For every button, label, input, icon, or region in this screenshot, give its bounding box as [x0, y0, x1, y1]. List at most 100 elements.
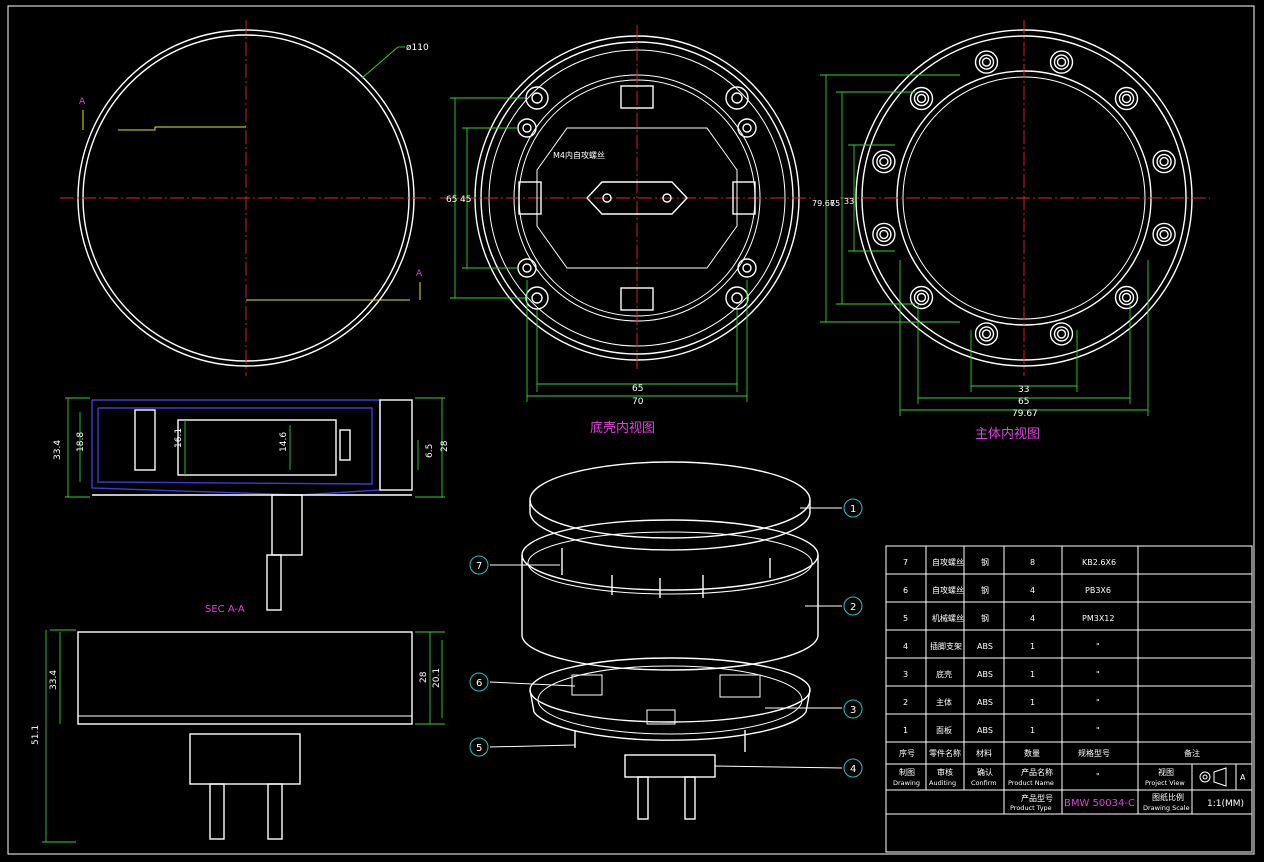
mounting-hole — [974, 50, 999, 74]
mounting-hole — [1121, 292, 1132, 303]
bom-no: 2 — [903, 698, 908, 707]
bom-no: 4 — [903, 642, 908, 651]
mounting-hole — [1053, 326, 1070, 342]
mounting-hole — [1156, 226, 1172, 243]
mounting-hole — [1053, 54, 1070, 70]
bom-material: ABS — [977, 698, 993, 707]
body-dim-h-2: 79.67 — [1012, 409, 1038, 419]
bom-qty: 1 — [1030, 670, 1035, 679]
balloon-3 — [843, 699, 863, 719]
footer-project-view-en: Project View — [1145, 779, 1185, 787]
mounting-hole — [974, 322, 999, 346]
exploded-view — [489, 461, 843, 820]
footer-audit-en: Auditing — [929, 779, 956, 787]
mounting-hole — [978, 54, 995, 70]
side-dim-right-1: 20.1 — [432, 668, 442, 688]
bom-header-remark: 备注 — [1184, 748, 1200, 758]
bom-header-qty: 数量 — [1024, 748, 1040, 758]
mounting-hole — [916, 93, 927, 104]
section-view — [65, 397, 445, 611]
bottom-dim-v-1: 45 — [460, 195, 471, 205]
section-marker-bottom: A — [416, 269, 423, 279]
mounting-hole — [1056, 57, 1067, 67]
mounting-hole — [879, 229, 889, 240]
mounting-hole — [876, 153, 892, 170]
balloon-6 — [469, 672, 489, 692]
balloon-7 — [469, 555, 489, 575]
bom-name: 自攻螺丝 — [932, 557, 964, 567]
mounting-hole — [1152, 149, 1176, 174]
footer-product-name-en: Product Name — [1008, 779, 1054, 787]
mounting-hole — [981, 57, 992, 67]
balloon-1-label: 1 — [850, 504, 856, 515]
top-plan-view — [60, 20, 432, 376]
bom-qty: 1 — [1030, 698, 1035, 707]
bom-qty: 1 — [1030, 642, 1035, 651]
bom-name: 机械螺丝 — [932, 613, 964, 623]
mounting-hole — [1159, 156, 1169, 167]
bom-no: 5 — [903, 614, 908, 623]
balloon-3-label: 3 — [850, 705, 856, 716]
footer-scale-value: 1:1(MM) — [1207, 799, 1244, 809]
main-body-view — [840, 20, 1210, 376]
bom-material: 钢 — [981, 613, 989, 623]
balloon-7-label: 7 — [476, 561, 482, 572]
footer-drawing-cn: 制图 — [899, 767, 915, 777]
sec-dim-left-0: 33.4 — [53, 440, 63, 460]
main-body-holes — [872, 50, 1176, 346]
mounting-hole — [1114, 86, 1139, 111]
main-body-dims — [820, 74, 1149, 416]
balloon-4-label: 4 — [850, 764, 856, 775]
bottom-dim-h-0: 65 — [632, 384, 643, 394]
mounting-hole — [913, 90, 930, 107]
footer-confirm-en: Confirm — [971, 779, 997, 787]
sec-dim-right-1: 28 — [440, 440, 450, 452]
mounting-hole — [913, 289, 930, 306]
bom-header-no: 序号 — [899, 748, 915, 758]
bottom-shell-view — [440, 25, 815, 402]
section-title: SEC A-A — [205, 604, 245, 615]
bom-qty: 4 — [1030, 614, 1035, 623]
bom-name: 主体 — [936, 697, 952, 707]
bom-material: ABS — [977, 670, 993, 679]
bom-header-material: 材料 — [976, 748, 992, 758]
body-dim-v-2: 33 — [844, 197, 854, 206]
side-dim-left-1: 33.4 — [49, 670, 59, 690]
balloon-5-label: 5 — [476, 743, 482, 754]
mounting-hole — [1156, 153, 1172, 170]
bottom-shell-title: 底壳内视图 — [590, 420, 655, 436]
mounting-hole — [872, 222, 896, 247]
side-view — [42, 629, 445, 843]
bom-no: 7 — [903, 558, 908, 567]
mounting-hole — [1118, 289, 1135, 306]
main-body-title: 主体内视图 — [975, 426, 1040, 442]
bom-spec: KB2.6X6 — [1082, 558, 1116, 567]
balloon-1 — [843, 498, 863, 518]
bom-qty: 8 — [1030, 558, 1035, 567]
footer-product-type-value: BMW 50034-C — [1064, 798, 1135, 809]
footer-view-letter: A — [1240, 773, 1246, 782]
footer-scale-cn: 图纸比例 — [1152, 792, 1184, 802]
bom-spec: PB3X6 — [1085, 586, 1111, 595]
sec-dim-left-1: 18.8 — [76, 432, 86, 452]
footer-product-name-value: " — [1096, 772, 1100, 781]
bom-name: 插脚支架 — [930, 641, 962, 651]
mounting-hole — [1114, 285, 1139, 310]
body-dim-v-0: 79.67 — [812, 199, 835, 208]
bom-name: 自攻螺丝 — [932, 585, 964, 595]
bom-spec: " — [1096, 670, 1100, 679]
bom-spec: " — [1096, 642, 1100, 651]
footer-scale-en: Drawing Scale — [1143, 804, 1190, 812]
bom-name: 底壳 — [936, 669, 952, 679]
bom-spec: " — [1096, 726, 1100, 735]
bom-material: 钢 — [981, 557, 989, 567]
footer-drawing-en: Drawing — [893, 779, 920, 787]
mounting-hole — [1056, 329, 1067, 339]
mounting-hole — [1121, 93, 1132, 104]
bom-no: 1 — [903, 726, 908, 735]
body-dim-h-0: 33 — [1018, 385, 1029, 395]
mounting-hole — [1152, 222, 1176, 247]
bom-name: 面板 — [936, 725, 952, 735]
bottom-note: M4内自攻螺丝 — [553, 150, 605, 160]
bom-header-name: 零件名称 — [929, 748, 961, 758]
